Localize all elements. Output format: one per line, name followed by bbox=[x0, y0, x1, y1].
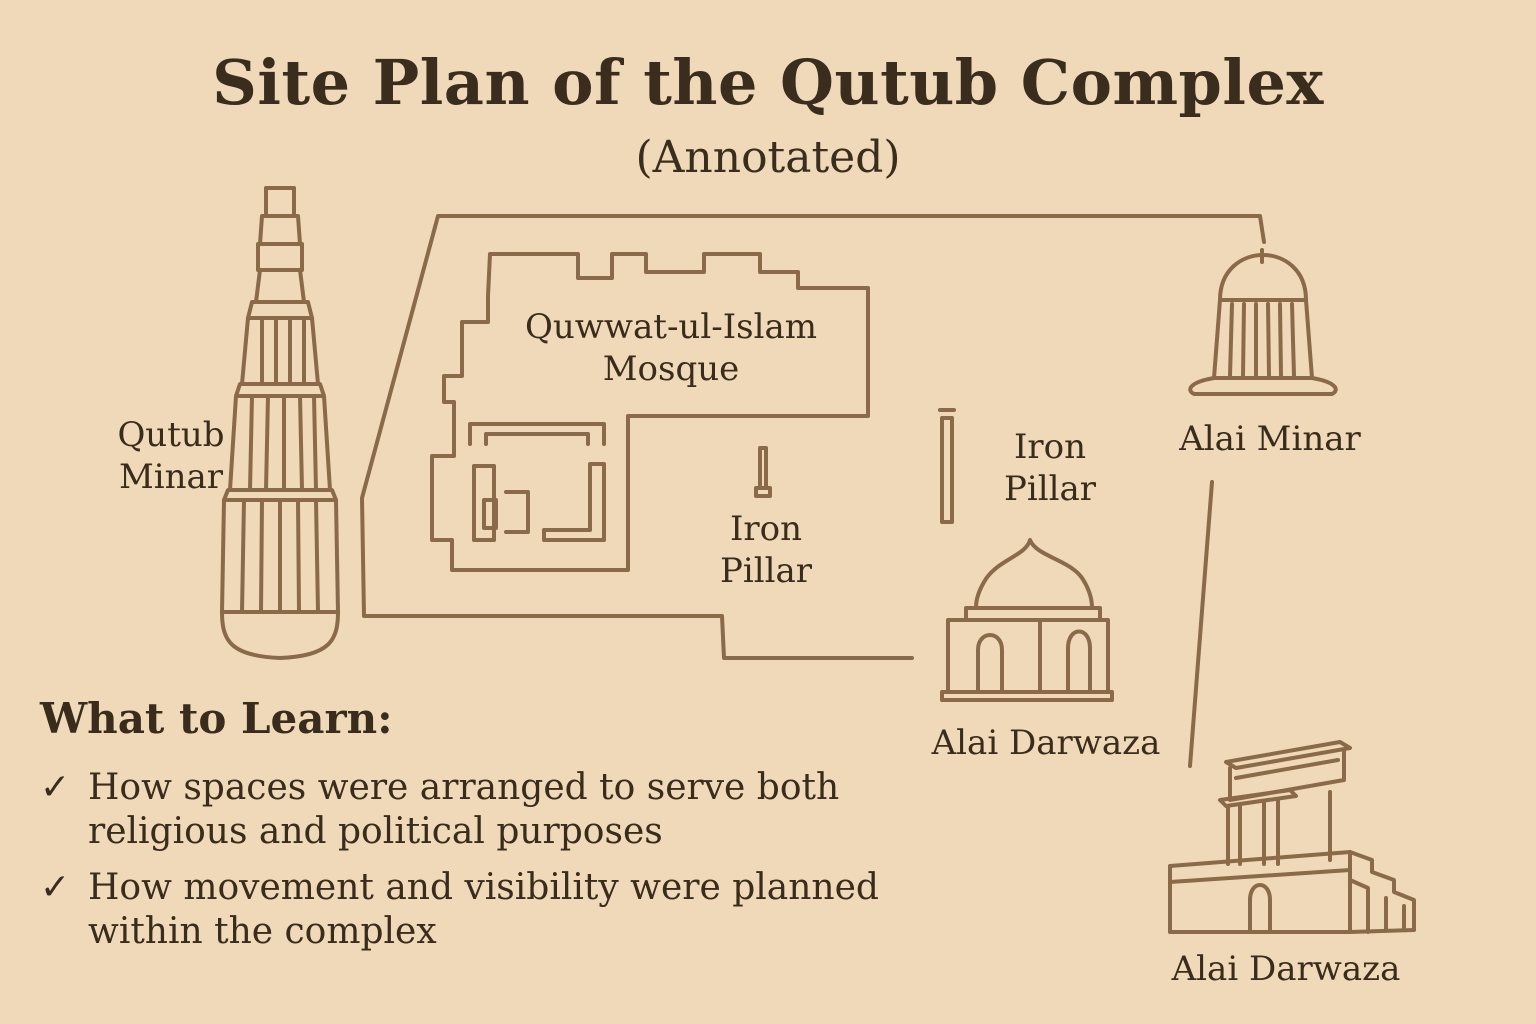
mosque-label-line2: Mosque bbox=[602, 349, 740, 389]
iron-pillar-right-label: Iron Pillar bbox=[990, 426, 1110, 510]
qutub-minar-label-line1: Qutub bbox=[117, 415, 225, 455]
alai-darwaza-center-label: Alai Darwaza bbox=[931, 723, 1161, 763]
small-iron-pillar bbox=[758, 446, 768, 490]
learn-item: ✓ How spaces were arranged to serve both… bbox=[40, 766, 920, 854]
tall-iron-pillar bbox=[940, 416, 954, 524]
page-title: Site Plan of the Qutub Complex bbox=[212, 46, 1324, 119]
mosque-inner-wall-2 bbox=[484, 432, 590, 446]
learn-list: ✓ How spaces were arranged to serve both… bbox=[40, 766, 920, 966]
mosque-inner-cell bbox=[472, 464, 496, 542]
alai-darwaza-bottom-drawing bbox=[1168, 740, 1416, 934]
qutub-minar-label: Qutub Minar bbox=[106, 414, 236, 498]
alai-darwaza-bottom-label: Alai Darwaza bbox=[1171, 949, 1401, 989]
iron-pillar-center-label-line1: Iron bbox=[729, 509, 803, 549]
page-subtitle: (Annotated) bbox=[635, 132, 901, 183]
check-icon: ✓ bbox=[40, 767, 71, 808]
learn-item: ✓ How movement and visibility were plann… bbox=[40, 866, 920, 954]
iron-pillar-right-label-line2: Pillar bbox=[1003, 469, 1097, 509]
mosque-label: Quwwat-ul-Islam Mosque bbox=[506, 306, 836, 390]
learn-item-text: How movement and visibility were planned… bbox=[88, 867, 879, 952]
iron-pillar-center-label-line2: Pillar bbox=[719, 551, 813, 591]
qutub-minar-drawing bbox=[220, 186, 340, 660]
learn-heading: What to Learn: bbox=[40, 694, 393, 743]
iron-pillar-right-label-line1: Iron bbox=[1013, 427, 1087, 467]
enclosure-wall bbox=[360, 214, 1266, 660]
alai-minar-label: Alai Minar bbox=[1179, 419, 1361, 459]
mosque-label-line1: Quwwat-ul-Islam bbox=[525, 307, 817, 347]
mosque-inner-right bbox=[542, 462, 606, 542]
check-icon: ✓ bbox=[40, 867, 71, 908]
mosque-outline bbox=[430, 252, 870, 572]
qutub-minar-label-line2: Minar bbox=[118, 457, 224, 497]
learn-item-text: How spaces were arranged to serve both r… bbox=[88, 767, 840, 852]
mosque-inner-cell-2 bbox=[482, 498, 498, 530]
alai-darwaza-center-drawing bbox=[940, 538, 1114, 702]
iron-pillar-center-label: Iron Pillar bbox=[706, 508, 826, 592]
alai-minar-drawing bbox=[1188, 248, 1338, 396]
path-line bbox=[1188, 480, 1214, 768]
mosque-inner-l bbox=[504, 490, 530, 534]
mosque-inner-wall bbox=[468, 422, 606, 446]
